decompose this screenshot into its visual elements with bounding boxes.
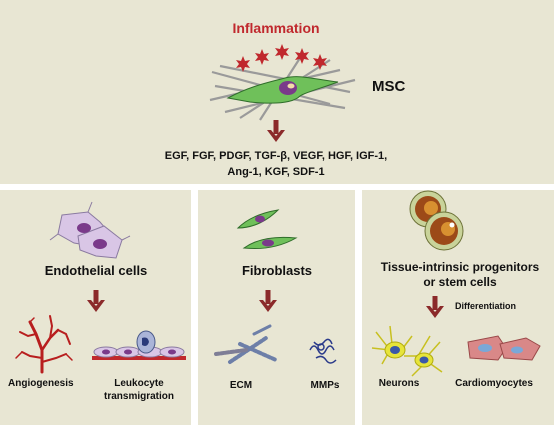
inflammation-star-icon	[236, 44, 327, 72]
neurons-label: Neurons	[378, 378, 420, 389]
vessel-tree-icon	[15, 315, 73, 374]
msc-cell-icon	[226, 76, 339, 104]
down-arrow-icon	[426, 296, 444, 318]
fibroblast-icon	[236, 209, 298, 249]
neuron-icon	[371, 325, 443, 377]
leukocyte-label-line-1: Leukocyte	[114, 378, 164, 389]
down-arrow-icon	[87, 290, 105, 312]
down-arrow-icon	[259, 290, 277, 312]
factors-line-1: EGF, FGF, PDGF, TGF-β, VEGF, HGF, IGF-1,	[164, 150, 388, 162]
mmps-label: MMPs	[310, 380, 340, 391]
endothelial-cell-icon	[49, 201, 131, 259]
mmp-icon	[309, 338, 337, 364]
differentiation-label: Differentiation	[455, 301, 517, 311]
factors-line-2: Ang-1, KGF, SDF-1	[227, 166, 325, 178]
progenitor-title-line-2: or stem cells	[423, 275, 497, 289]
ecm-label: ECM	[229, 380, 253, 391]
angiogenesis-label: Angiogenesis	[8, 378, 74, 389]
inflammation-title: Inflammation	[232, 20, 320, 36]
cardiomyocyte-icon	[467, 335, 541, 361]
progenitor-cell-icon	[409, 190, 464, 251]
endothelial-title: Endothelial cells	[44, 263, 148, 278]
leukocyte-label-line-2: transmigration	[103, 391, 175, 402]
fibroblast-title: Fibroblasts	[241, 263, 313, 278]
cardiomyocytes-label: Cardiomyocytes	[455, 378, 533, 389]
down-arrow-icon	[267, 120, 285, 142]
fibroblast-panel	[198, 190, 355, 425]
leukocyte-icon	[92, 330, 186, 360]
msc-label: MSC	[372, 78, 406, 95]
progenitor-title-line-1: Tissue-intrinsic progenitors	[380, 260, 540, 274]
ecm-fiber-icon	[214, 324, 278, 364]
